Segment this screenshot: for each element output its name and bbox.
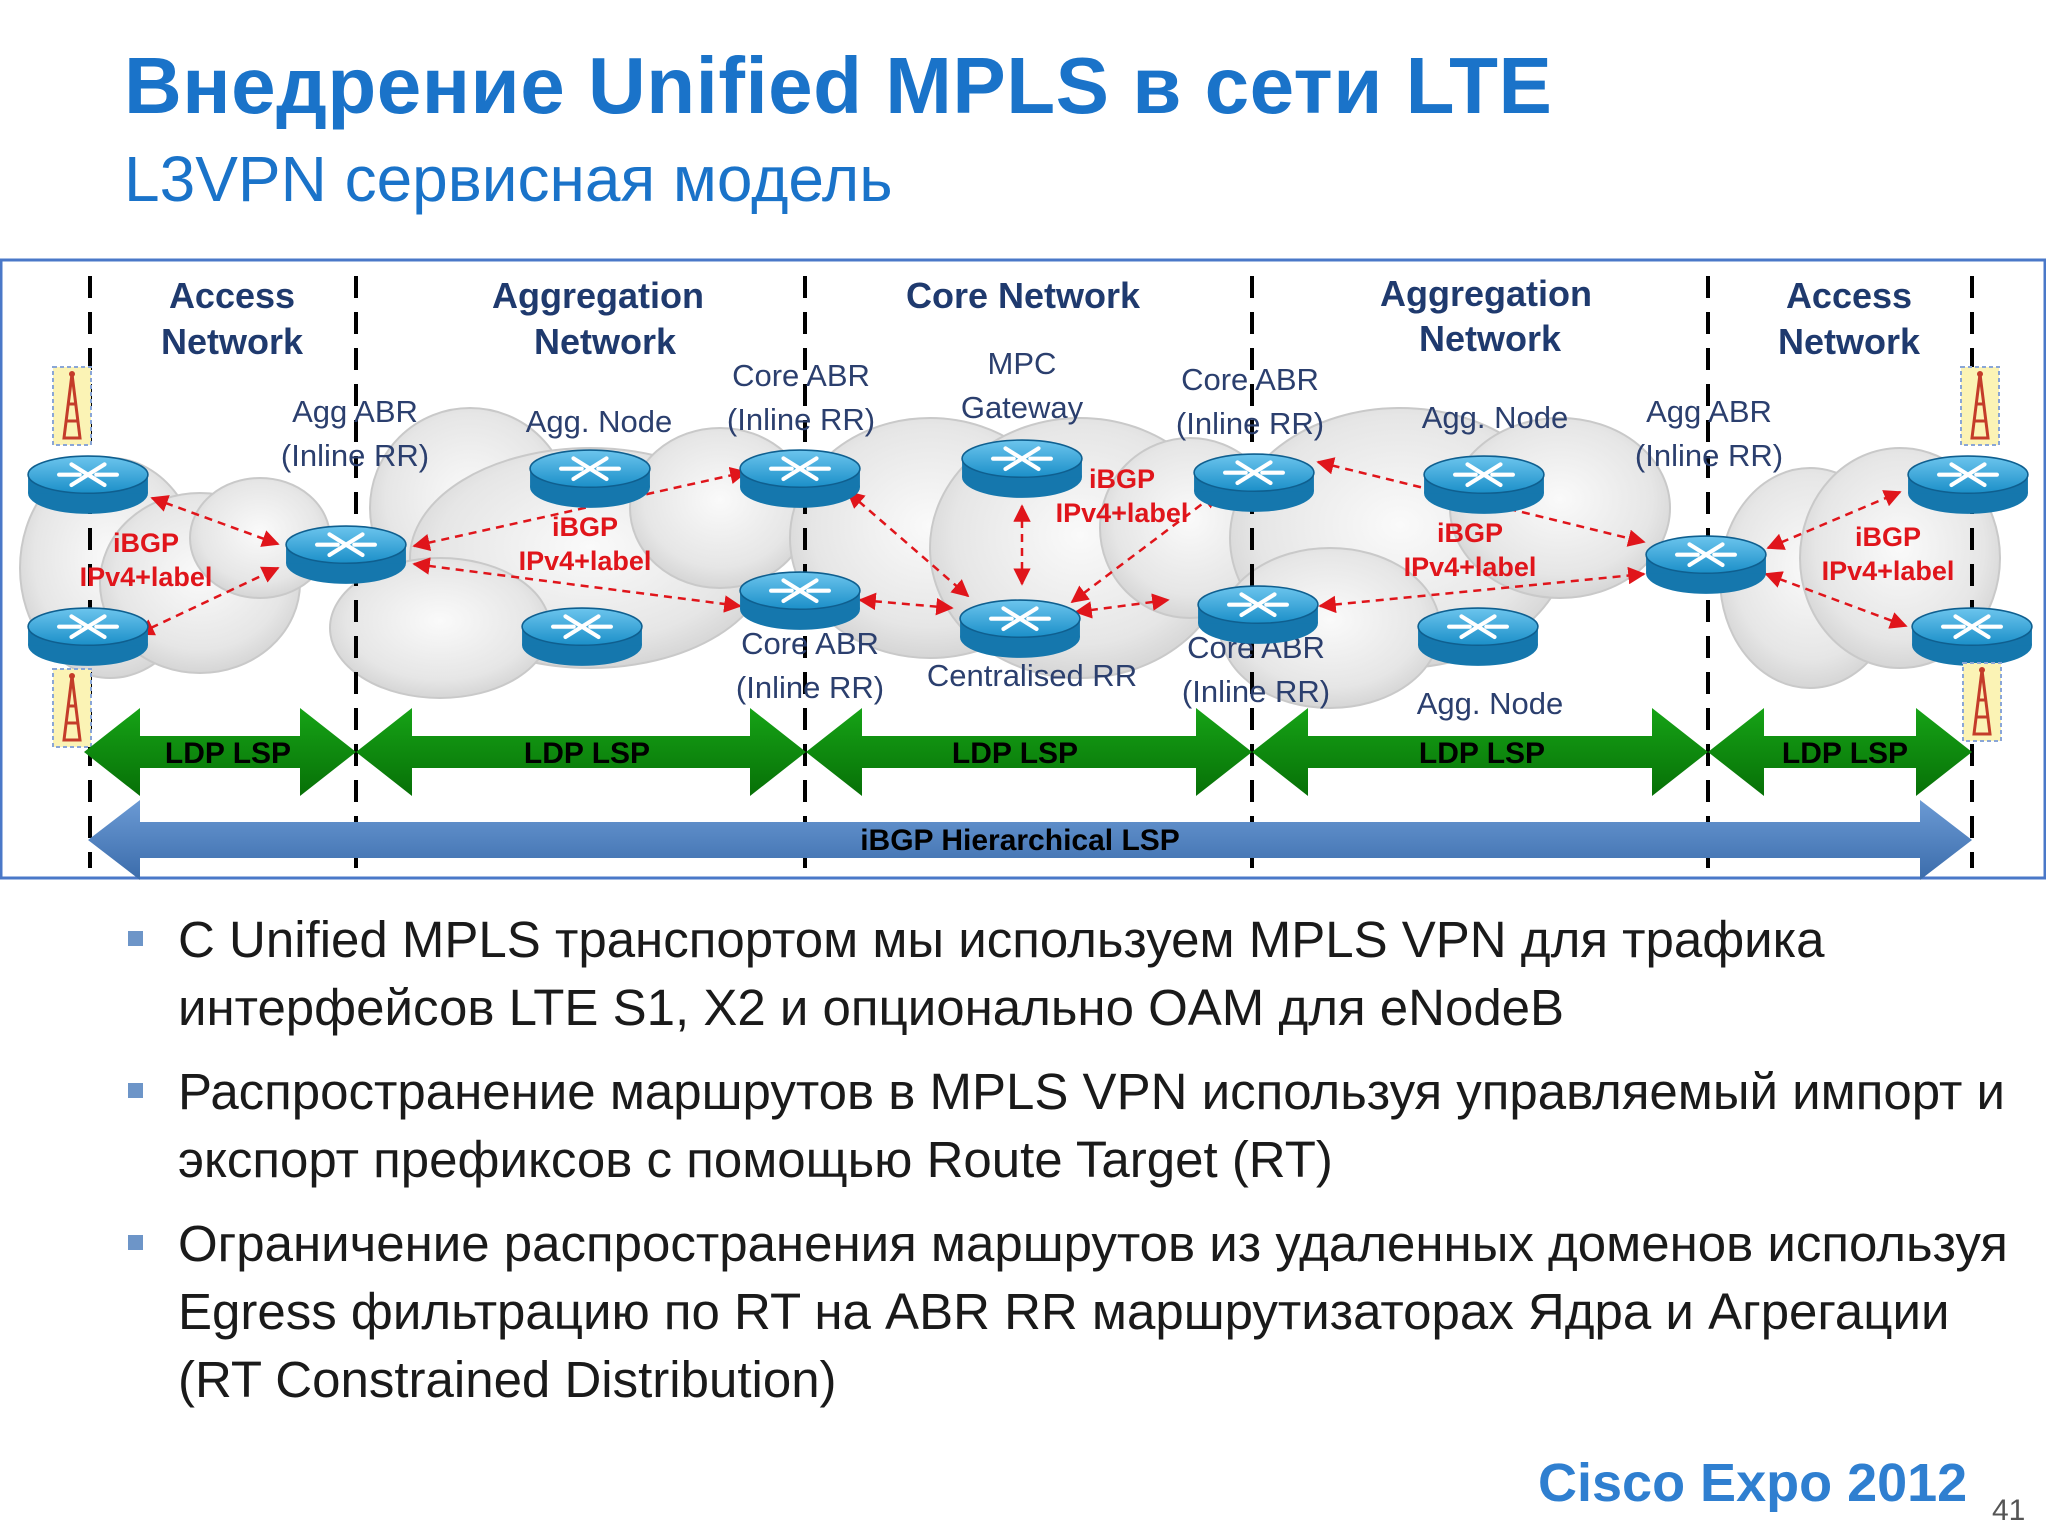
zone-aggregation-right-subtitle: Network bbox=[1419, 318, 1562, 359]
slide-title: Внедрение Unified MPLS в сети LTE bbox=[124, 41, 1553, 130]
ibgp-label-3: iBGP bbox=[1089, 464, 1155, 494]
mpc-gateway-sublabel: Gateway bbox=[961, 390, 1084, 425]
ldp-label-4: LDP LSP bbox=[1419, 737, 1545, 770]
bullet-text: С Unified MPLS транспортом мы используем… bbox=[178, 911, 1825, 1036]
ibgp-sublabel-1: IPv4+label bbox=[80, 562, 213, 592]
router-icon bbox=[1908, 456, 2028, 514]
bullet-square-icon bbox=[128, 1083, 143, 1098]
ldp-label-3: LDP LSP bbox=[952, 737, 1078, 770]
zone-aggregation-right-title: Aggregation bbox=[1380, 273, 1592, 314]
agg-abr-right-sublabel: (Inline RR) bbox=[1635, 438, 1783, 473]
zone-access-left-subtitle: Network bbox=[161, 321, 304, 362]
bullet-text: Распространение маршрутов в MPLS VPN исп… bbox=[178, 1063, 2005, 1188]
ldp-lsp-arrows bbox=[84, 708, 1972, 796]
bullet-item: С Unified MPLS транспортом мы используем… bbox=[126, 906, 2026, 1042]
router-icon bbox=[530, 450, 650, 508]
bullet-list: С Unified MPLS транспортом мы используем… bbox=[126, 906, 2026, 1430]
ibgp-sublabel-2: IPv4+label bbox=[519, 546, 652, 576]
ibgp-sessions bbox=[136, 457, 1908, 636]
router-icon bbox=[286, 526, 406, 584]
router-icon bbox=[1912, 608, 2032, 666]
bullet-square-icon bbox=[128, 931, 143, 946]
agg-abr-left-label: Agg ABR bbox=[292, 394, 418, 429]
agg-node-top-left-label: Agg. Node bbox=[526, 404, 673, 439]
ibgp-sublabel-3: IPv4+label bbox=[1056, 498, 1189, 528]
ldp-arrow-4 bbox=[1252, 708, 1708, 796]
hierarchical-lsp-label: iBGP Hierarchical LSP bbox=[860, 824, 1180, 857]
bullet-text: Ограничение распространения маршрутов из… bbox=[178, 1215, 2008, 1408]
ldp-arrow-2 bbox=[356, 708, 806, 796]
mpc-gateway-label: MPC bbox=[988, 346, 1057, 381]
network-diagram: Access Network Aggregation Network Core … bbox=[0, 258, 2046, 880]
cell-tower-icon bbox=[1960, 366, 2000, 446]
ibgp-label-2: iBGP bbox=[552, 512, 618, 542]
zone-access-right-subtitle: Network bbox=[1778, 321, 1921, 362]
router-icon bbox=[1418, 608, 1538, 666]
ldp-arrow-5 bbox=[1708, 708, 1972, 796]
hierarchical-lsp-arrow bbox=[88, 800, 1972, 880]
ibgp-sublabel-5: IPv4+label bbox=[1822, 556, 1955, 586]
ibgp-sublabel-4: IPv4+label bbox=[1404, 552, 1537, 582]
cell-tower-icon bbox=[1962, 662, 2002, 742]
ldp-label-2: LDP LSP bbox=[524, 737, 650, 770]
zone-access-right-title: Access bbox=[1786, 275, 1912, 316]
zone-aggregation-left-title: Aggregation bbox=[492, 275, 704, 316]
ldp-arrow-1 bbox=[84, 708, 356, 796]
ibgp-label-5: iBGP bbox=[1855, 522, 1921, 552]
zone-core-title: Core Network bbox=[906, 275, 1141, 316]
ldp-arrow-3 bbox=[806, 708, 1252, 796]
core-abr-top-right-sublabel: (Inline RR) bbox=[1176, 406, 1324, 441]
agg-abr-left-sublabel: (Inline RR) bbox=[281, 438, 429, 473]
core-abr-top-left-sublabel: (Inline RR) bbox=[727, 402, 875, 437]
router-icon bbox=[960, 600, 1080, 658]
router-icon bbox=[740, 450, 860, 508]
router-icon bbox=[1194, 454, 1314, 512]
ldp-label-5: LDP LSP bbox=[1782, 737, 1908, 770]
agg-abr-right-label: Agg ABR bbox=[1646, 394, 1772, 429]
router-icon bbox=[1646, 536, 1766, 594]
bullet-item: Распространение маршрутов в MPLS VPN исп… bbox=[126, 1058, 2026, 1194]
agg-node-top-right-label: Agg. Node bbox=[1422, 400, 1569, 435]
cell-tower-icon bbox=[52, 366, 92, 446]
ldp-label-1: LDP LSP bbox=[165, 737, 291, 770]
router-icon bbox=[1198, 586, 1318, 644]
core-abr-bottom-left-sublabel: (Inline RR) bbox=[736, 670, 884, 705]
slide-subtitle: L3VPN сервисная модель bbox=[124, 143, 893, 215]
router-icon bbox=[28, 456, 148, 514]
ibgp-label-4: iBGP bbox=[1437, 518, 1503, 548]
core-abr-top-left-label: Core ABR bbox=[732, 358, 870, 393]
router-icon bbox=[522, 608, 642, 666]
core-abr-top-right-label: Core ABR bbox=[1181, 362, 1319, 397]
bullet-item: Ограничение распространения маршрутов из… bbox=[126, 1210, 2026, 1414]
cell-tower-icon bbox=[52, 668, 92, 748]
router-icon bbox=[1424, 456, 1544, 514]
brand-logo: Cisco Expo 2012 bbox=[1538, 1453, 1968, 1513]
router-icon bbox=[740, 572, 860, 630]
core-abr-bottom-left-label: Core ABR bbox=[741, 626, 879, 661]
zone-aggregation-left-subtitle: Network bbox=[534, 321, 677, 362]
zone-access-left-title: Access bbox=[169, 275, 295, 316]
agg-node-bottom-right-label: Agg. Node bbox=[1417, 686, 1564, 721]
router-icon bbox=[962, 440, 1082, 498]
ibgp-label-1: iBGP bbox=[113, 528, 179, 558]
bullet-square-icon bbox=[128, 1235, 143, 1250]
router-icon bbox=[28, 608, 148, 666]
page-number: 41 bbox=[1992, 1494, 2026, 1527]
centralised-rr-label: Centralised RR bbox=[927, 658, 1137, 693]
core-abr-bottom-right-sublabel: (Inline RR) bbox=[1182, 674, 1330, 709]
